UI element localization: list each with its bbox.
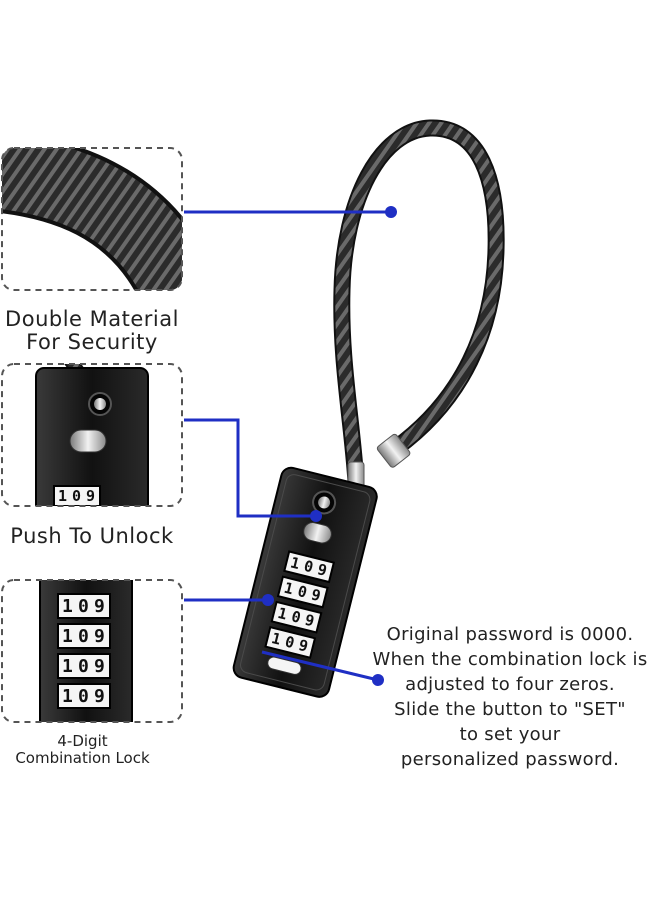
dial-digit: 0 xyxy=(302,557,315,577)
dial-digit: 1 xyxy=(62,656,73,677)
dial-digit: 0 xyxy=(78,686,89,707)
dial-digit: 9 xyxy=(297,636,310,656)
push-button-icon xyxy=(303,522,332,544)
inset-push-closeup: 1 0 9 xyxy=(1,363,183,507)
dial-digit: 1 xyxy=(58,487,67,505)
dial-digit: 1 xyxy=(288,553,301,573)
note-line: personalized password. xyxy=(400,749,620,770)
dial-digit: 0 xyxy=(296,582,309,602)
callout-lines xyxy=(184,210,391,682)
inset-cable-closeup xyxy=(1,147,183,291)
callout-line-push xyxy=(184,418,316,518)
dial-digit: 9 xyxy=(303,611,316,631)
dial-digit: 0 xyxy=(78,656,89,677)
callout-dot-icon xyxy=(385,206,397,218)
label-digit-line2: Combination Lock xyxy=(15,749,150,768)
dial-digit: 9 xyxy=(86,487,95,505)
dial-digit: 0 xyxy=(72,487,81,505)
dial-digit: 1 xyxy=(270,629,283,649)
dial-digit: 0 xyxy=(283,632,296,652)
note-line: Original password is 0000. xyxy=(386,624,634,645)
label-push-to-unlock: Push To Unlock xyxy=(10,524,174,548)
label-double-material: Double Material For Security xyxy=(0,307,184,355)
dial-digit: 9 xyxy=(94,656,105,677)
note-line: Slide the button to "SET" xyxy=(394,699,626,720)
dial-icon: 1 0 9 1 0 9 1 0 9 1 0 9 xyxy=(264,550,336,659)
note-line: adjusted to four zeros. xyxy=(405,674,615,695)
dial-digit: 0 xyxy=(78,626,89,647)
inset-dial-closeup: 1 0 9 1 0 9 1 0 9 1 0 9 xyxy=(1,579,183,723)
password-instructions: Original password is 0000. When the comb… xyxy=(360,622,660,772)
dial-digit: 9 xyxy=(309,585,322,605)
dial-digit: 1 xyxy=(282,579,295,599)
dial-digit: 1 xyxy=(276,604,289,624)
label-digit-line1: 4-Digit xyxy=(57,732,108,750)
callout-dot-icon xyxy=(310,510,322,522)
dial-digit: 0 xyxy=(289,607,302,627)
dial-digit: 1 xyxy=(62,596,73,617)
callout-dot-icon xyxy=(372,674,384,686)
dial-digit: 9 xyxy=(94,626,105,647)
dial-digit: 1 xyxy=(62,686,73,707)
dial-digit: 9 xyxy=(94,596,105,617)
label-material-line1: Double Material xyxy=(5,307,179,331)
dial-digit: 1 xyxy=(62,626,73,647)
dial-digit: 9 xyxy=(316,560,329,580)
label-material-line2: For Security xyxy=(26,330,158,355)
lock-body-icon: 1 0 9 1 0 9 1 0 9 1 0 9 xyxy=(232,466,378,698)
note-line: When the combination lock is xyxy=(372,649,648,670)
label-combination-lock: 4-Digit Combination Lock xyxy=(0,732,165,768)
dial-digit: 0 xyxy=(78,596,89,617)
note-line: to set your xyxy=(459,724,561,745)
callout-line-set xyxy=(261,650,379,682)
cable-icon xyxy=(333,119,505,499)
dial-digit: 9 xyxy=(94,686,105,707)
callout-dot-icon xyxy=(262,594,274,606)
